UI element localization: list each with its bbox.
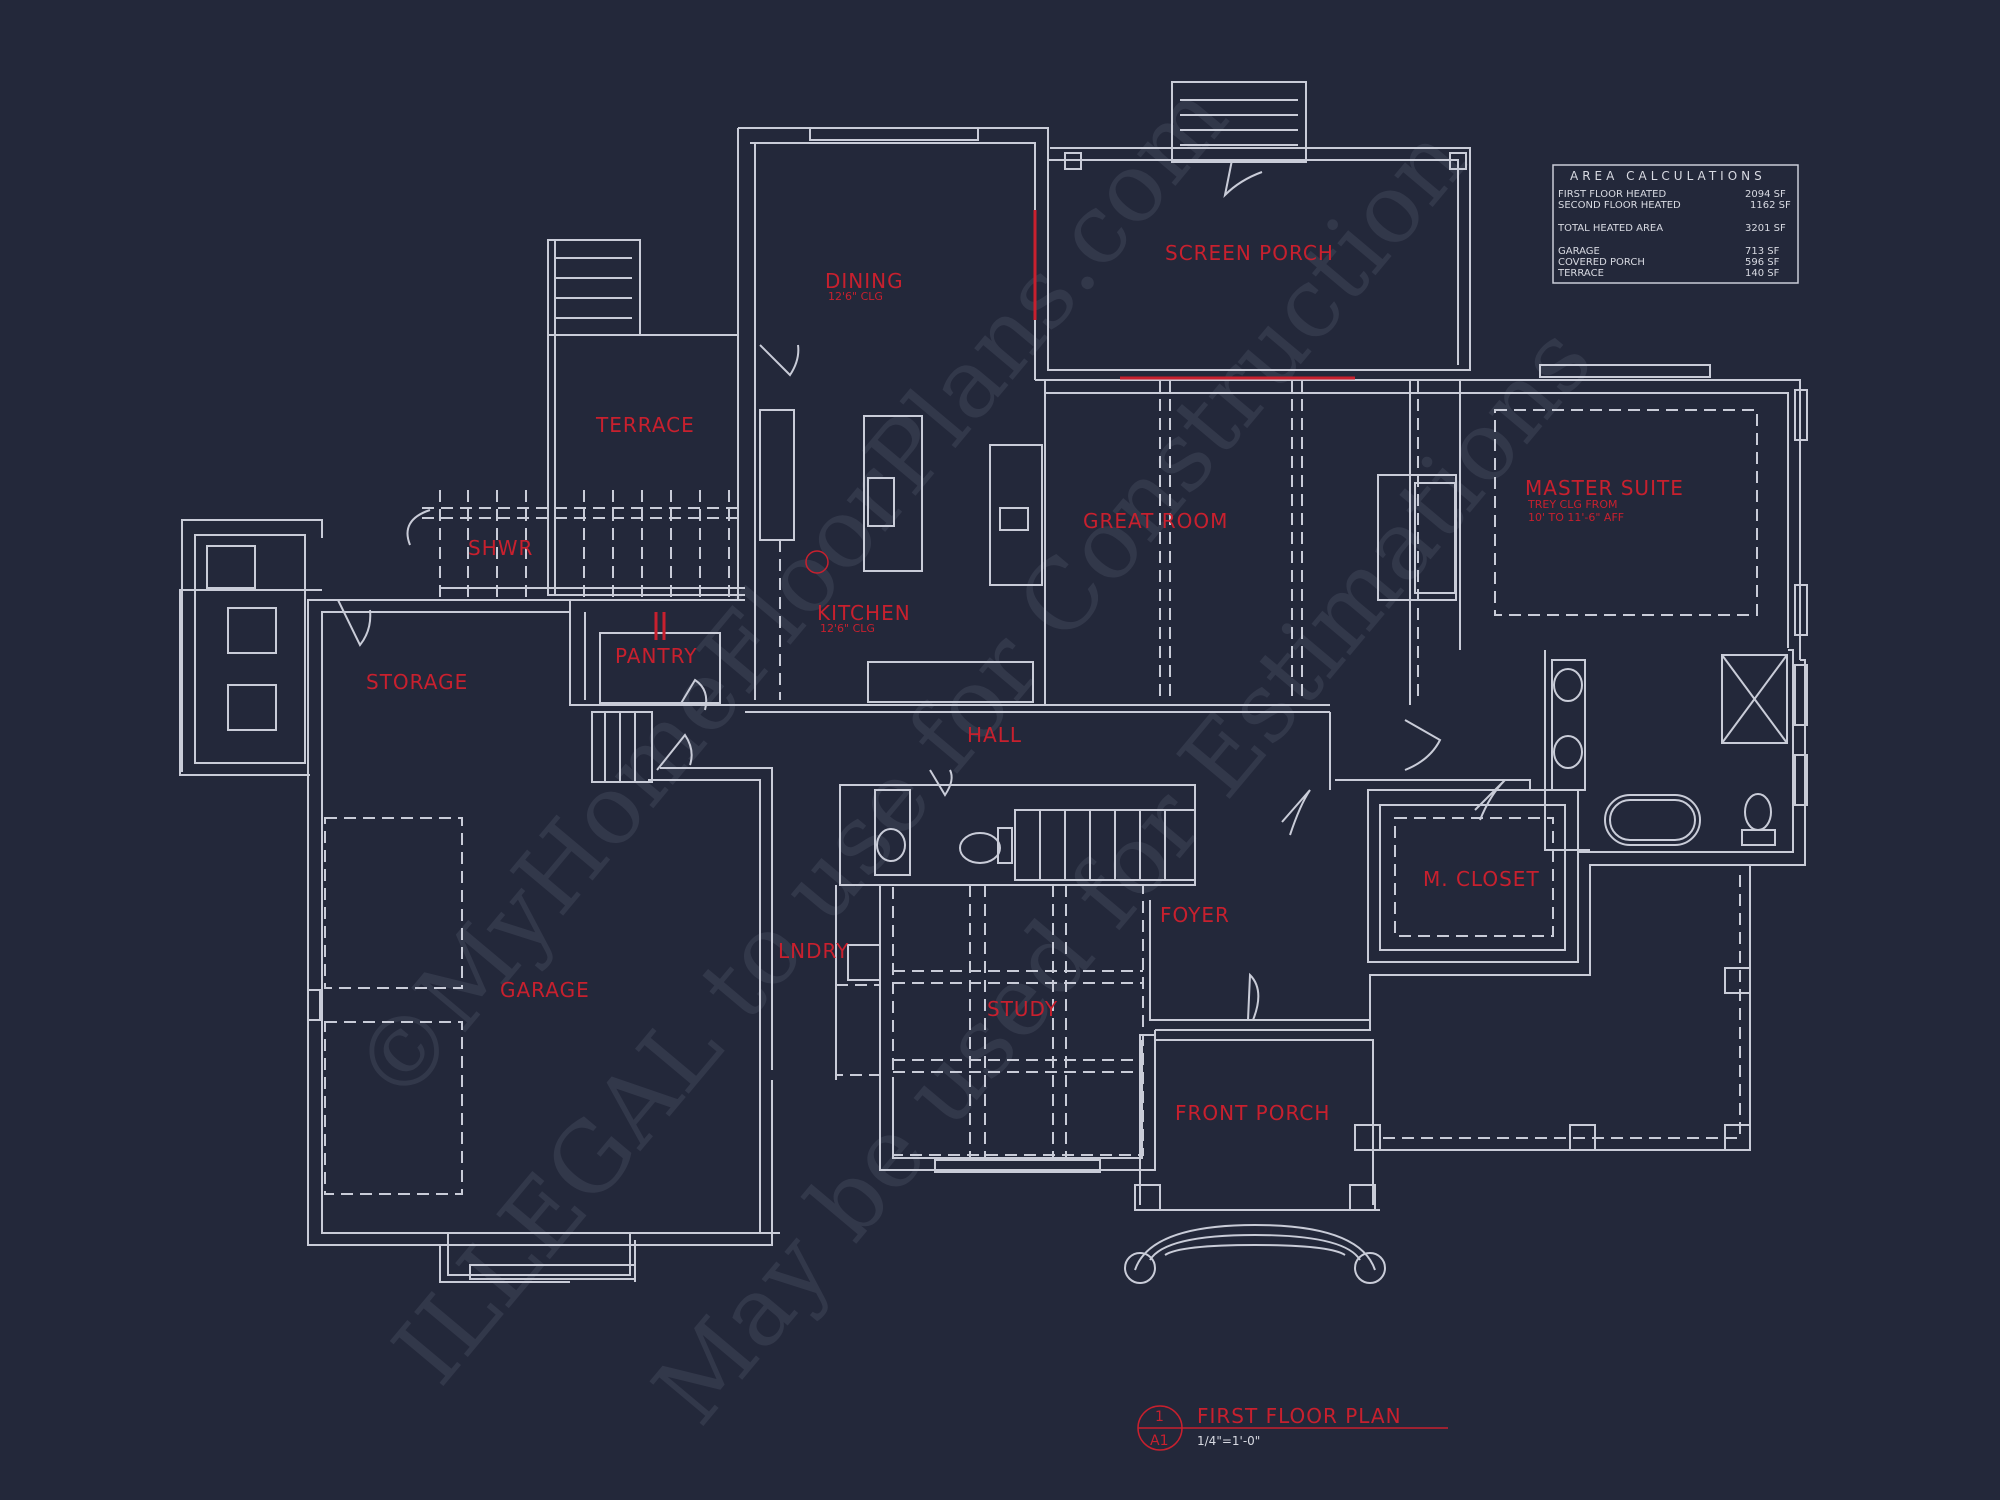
area-row-label: FIRST FLOOR HEATED xyxy=(1558,189,1666,200)
area-row-label: GARAGE xyxy=(1558,246,1600,257)
label-lndry: LNDRY xyxy=(778,939,849,963)
sheet-number: A1 xyxy=(1150,1433,1168,1449)
label-screen-porch: SCREEN PORCH xyxy=(1165,241,1334,265)
area-row-label: COVERED PORCH xyxy=(1558,257,1645,268)
area-table-title: AREA CALCULATIONS xyxy=(1570,169,1766,183)
label-master-ceiling-1: TREY CLG FROM xyxy=(1527,498,1617,511)
area-calculations-table: AREA CALCULATIONS FIRST FLOOR HEATED 209… xyxy=(1552,164,1799,284)
label-garage: GARAGE xyxy=(500,978,590,1002)
label-hall: HALL xyxy=(967,723,1022,747)
interior-walls xyxy=(337,159,1788,1158)
label-kitchen: KITCHEN xyxy=(817,601,911,625)
area-row-value: 140 SF xyxy=(1745,268,1780,279)
label-pantry: PANTRY xyxy=(615,644,697,668)
label-dining: DINING xyxy=(825,269,904,293)
area-row-value: 596 SF xyxy=(1745,257,1780,268)
watermark: ©MyHomeFloorPlans.com ILLEGAL to use for… xyxy=(332,62,1614,1445)
room-labels: DINING 12'6" CLG SCREEN PORCH TERRACE SH… xyxy=(366,241,1684,1125)
label-master-ceiling-2: 10' TO 11'-6" AFF xyxy=(1528,511,1624,524)
area-row-value: 1162 SF xyxy=(1750,200,1791,211)
area-row-value: 3201 SF xyxy=(1745,223,1786,234)
label-m-closet: M. CLOSET xyxy=(1423,867,1540,891)
drawing-title: 1 A1 FIRST FLOOR PLAN 1/4"=1'-0" xyxy=(1137,1404,1448,1451)
area-row-label: TERRACE xyxy=(1557,268,1604,279)
label-dining-ceiling: 12'6" CLG xyxy=(828,290,883,303)
plan-title: FIRST FLOOR PLAN xyxy=(1197,1404,1402,1428)
label-storage: STORAGE xyxy=(366,670,468,694)
area-row-value: 2094 SF xyxy=(1745,189,1786,200)
label-shwr: SHWR xyxy=(468,536,533,560)
label-master-suite: MASTER SUITE xyxy=(1525,476,1684,500)
detail-number: 1 xyxy=(1155,1409,1164,1425)
label-foyer: FOYER xyxy=(1160,903,1230,927)
area-row-label: TOTAL HEATED AREA xyxy=(1557,223,1663,234)
label-front-porch: FRONT PORCH xyxy=(1175,1101,1330,1125)
area-row-value: 713 SF xyxy=(1745,246,1780,257)
label-great-room: GREAT ROOM xyxy=(1083,509,1228,533)
label-kitchen-ceiling: 12'6" CLG xyxy=(820,622,875,635)
red-accents xyxy=(654,210,1355,640)
label-study: STUDY xyxy=(987,997,1058,1021)
plan-scale: 1/4"=1'-0" xyxy=(1197,1434,1260,1448)
area-row-label: SECOND FLOOR HEATED xyxy=(1558,200,1681,211)
exterior-walls xyxy=(179,81,1808,1284)
label-terrace: TERRACE xyxy=(595,413,695,437)
